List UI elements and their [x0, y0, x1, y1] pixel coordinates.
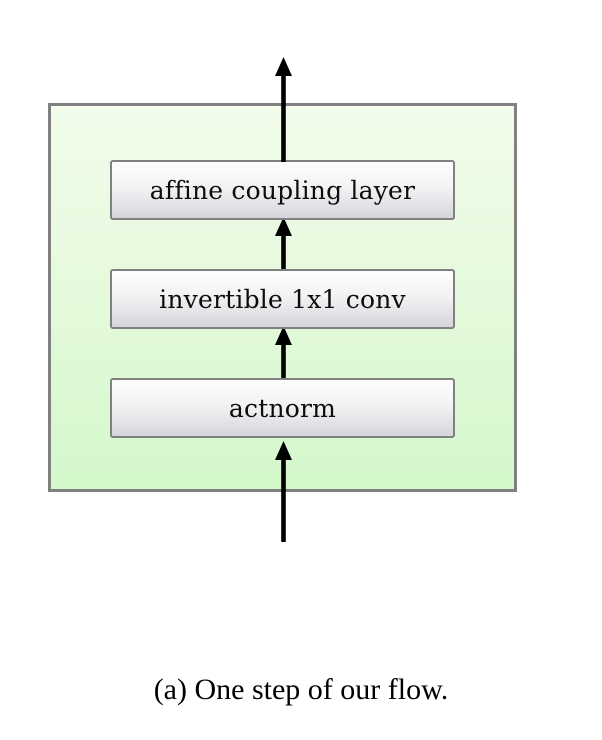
conv-to-affine-arrow [273, 216, 294, 271]
output-arrow [273, 56, 294, 162]
layer-label-affine-coupling-layer: affine coupling layer [149, 175, 416, 205]
input-arrow [273, 440, 294, 542]
figure-caption: (a) One step of our flow. [153, 673, 449, 706]
layer-box-actnorm: actnorm [110, 378, 455, 438]
layer-label-invertible-1x1-conv: invertible 1x1 conv [159, 284, 406, 314]
layer-label-actnorm: actnorm [228, 393, 337, 423]
layer-box-affine-coupling-layer: affine coupling layer [110, 160, 455, 220]
actnorm-to-conv-arrow [273, 325, 294, 380]
layer-box-invertible-1x1-conv: invertible 1x1 conv [110, 269, 455, 329]
